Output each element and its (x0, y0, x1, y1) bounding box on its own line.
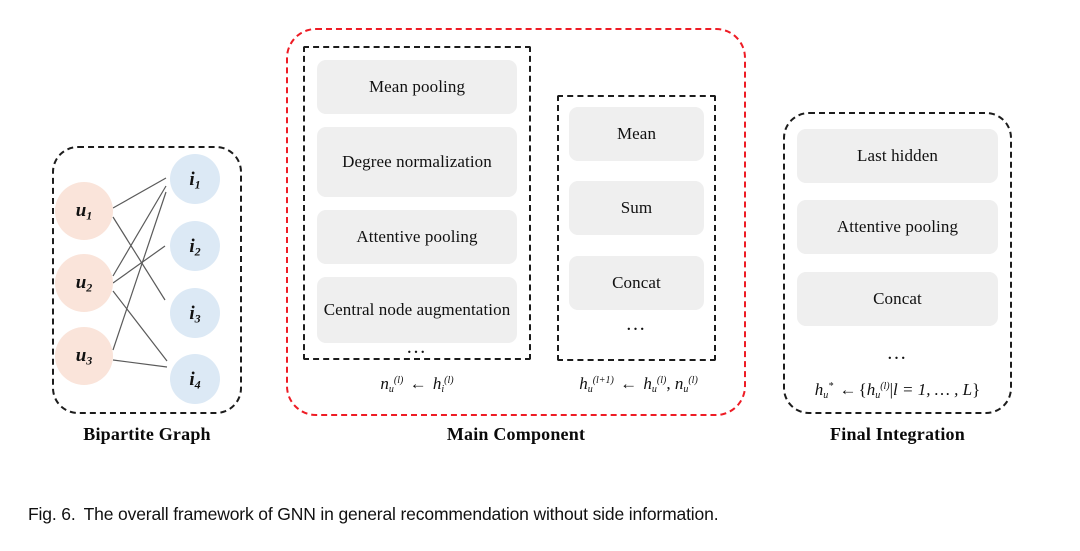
figure-caption-text: The overall framework of GNN in general … (83, 504, 719, 524)
aggregation-options-box (303, 46, 531, 360)
formula-final-integration: hu* ←{hu(l)|l = 1, … , L} (814, 380, 981, 401)
chip-sum[interactable]: Sum (569, 181, 704, 235)
figure-caption: Fig. 6. The overall framework of GNN in g… (28, 504, 1052, 525)
node-label-u3: u3 (75, 345, 93, 368)
chip-degree-normalization[interactable]: Degree normalization (317, 127, 517, 197)
chip-mean[interactable]: Mean (569, 107, 704, 161)
panel-caption-final-integration: Final Integration (830, 424, 965, 444)
chip-attentive-pooling[interactable]: Attentive pooling (317, 210, 517, 264)
update-options-box (557, 95, 716, 361)
chip-concat[interactable]: Concat (569, 256, 704, 310)
node-label-i4: i4 (189, 369, 201, 392)
figure-number: Fig. 6. (28, 504, 76, 524)
chip-concat-final[interactable]: Concat (797, 272, 998, 326)
node-label-u2: u2 (75, 272, 93, 295)
panel-caption-main-component: Main Component (446, 424, 586, 444)
chip-mean-pooling[interactable]: Mean pooling (317, 60, 517, 114)
node-label-i2: i2 (189, 236, 201, 259)
panel-caption-bipartite-graph: Bipartite Graph (83, 424, 211, 444)
node-label-i1: i1 (189, 169, 201, 192)
panel-bipartite-graph (52, 146, 242, 414)
chip-last-hidden[interactable]: Last hidden (797, 129, 998, 183)
chip-attentive-pooling-final[interactable]: Attentive pooling (797, 200, 998, 254)
node-label-u1: u1 (75, 200, 93, 223)
bipartite-graph-edges (55, 154, 220, 404)
panel-final-integration (783, 112, 1012, 414)
final-integration-ellipsis: … (886, 342, 909, 364)
formula-neighbor-aggregation: nu(l) ← hi(l) (380, 374, 454, 395)
formula-node-update: hu(l+1) ← hu(l), nu(l) (579, 374, 698, 395)
update-options-ellipsis: … (625, 313, 648, 335)
panel-main-component (286, 28, 746, 416)
node-label-i3: i3 (189, 303, 201, 326)
aggregation-options-ellipsis: … (406, 336, 428, 358)
chip-central-node-augmentation[interactable]: Central node augmentation (317, 277, 517, 343)
